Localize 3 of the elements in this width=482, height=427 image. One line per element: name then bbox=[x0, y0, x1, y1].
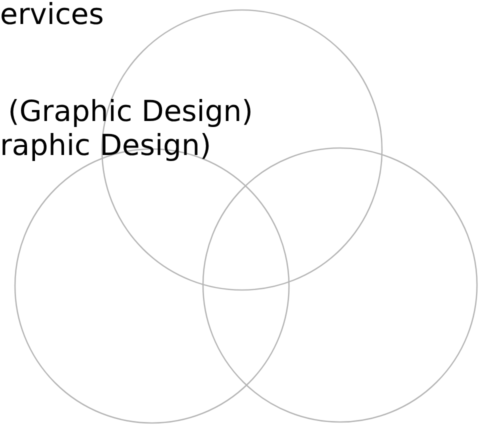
label-text: ervices bbox=[0, 0, 104, 29]
label-text: (Graphic Design) bbox=[8, 97, 253, 126]
label-text: raphic Design) bbox=[0, 131, 212, 160]
